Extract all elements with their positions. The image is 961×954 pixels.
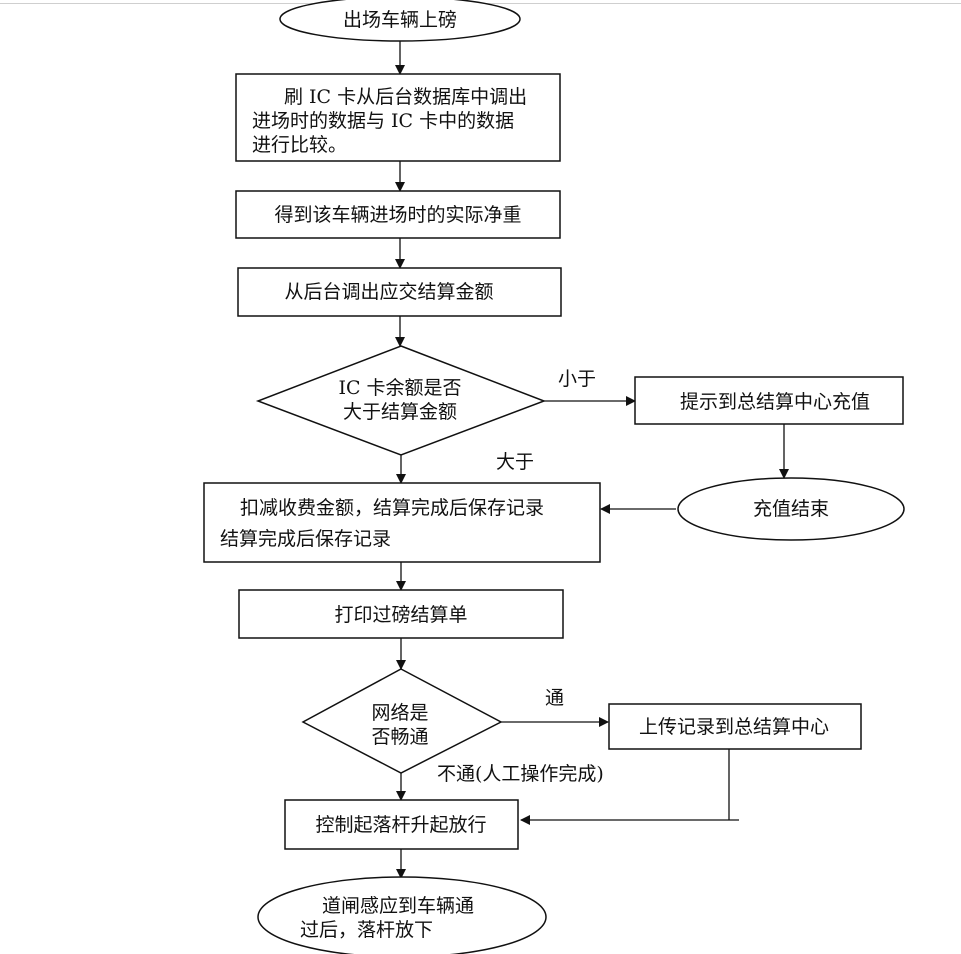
node-end-line-1: 道闸感应到车辆通 — [322, 895, 474, 917]
node-net-weight: 得到该车辆进场时的实际净重 — [235, 190, 561, 239]
edge-label-not-connected: 不通(人工操作完成) — [437, 763, 604, 785]
node-deduct-line-2: 结算完成后保存记录 — [220, 528, 391, 550]
node-start-text: 出场车辆上磅 — [343, 9, 457, 31]
edge-label-less-than: 小于 — [558, 368, 596, 390]
node-balance-check-line-2: 大于结算金额 — [343, 401, 457, 423]
node-end: 道闸感应到车辆通 过后，落杆放下 — [257, 876, 547, 954]
node-fetch-amount-text: 从后台调出应交结算金额 — [284, 281, 493, 303]
node-network-check: 网络是 否畅通 — [301, 668, 503, 774]
node-swipe-ic-line-2: 进场时的数据与 IC 卡中的数据 — [252, 110, 514, 132]
node-network-check-line-2: 否畅通 — [371, 726, 428, 748]
node-print: 打印过磅结算单 — [238, 589, 564, 639]
node-upload: 上传记录到总结算中心 — [608, 703, 862, 750]
node-end-line-2: 过后，落杆放下 — [300, 919, 433, 941]
node-gate-raise: 控制起落杆升起放行 — [284, 799, 519, 850]
node-recharge-end-text: 充值结束 — [753, 498, 829, 520]
edge-label-connected: 通 — [545, 687, 564, 709]
node-swipe-ic-line-3: 进行比较。 — [252, 134, 347, 156]
node-deduct: 扣减收费金额，结算完成后保存记录 结算完成后保存记录 — [203, 482, 601, 563]
node-prompt-recharge-text: 提示到总结算中心充值 — [680, 391, 870, 413]
node-prompt-recharge: 提示到总结算中心充值 — [634, 376, 904, 425]
node-balance-check: IC 卡余额是否 大于结算金额 — [255, 345, 547, 456]
node-upload-text: 上传记录到总结算中心 — [639, 716, 829, 738]
node-print-text: 打印过磅结算单 — [334, 604, 467, 626]
node-balance-check-line-1: IC 卡余额是否 — [338, 377, 461, 399]
node-net-weight-text: 得到该车辆进场时的实际净重 — [274, 204, 521, 226]
node-start: 出场车辆上磅 — [279, 0, 521, 42]
edge-label-greater-than: 大于 — [496, 451, 534, 473]
node-gate-raise-text: 控制起落杆升起放行 — [315, 814, 486, 836]
node-deduct-line-1: 扣减收费金额，结算完成后保存记录 — [240, 497, 544, 519]
node-swipe-ic: 刷 IC 卡从后台数据库中调出 进场时的数据与 IC 卡中的数据 进行比较。 — [235, 73, 561, 162]
node-network-check-line-1: 网络是 — [371, 702, 428, 724]
node-fetch-amount: 从后台调出应交结算金额 — [237, 267, 562, 317]
node-swipe-ic-line-1: 刷 IC 卡从后台数据库中调出 — [284, 86, 527, 108]
node-recharge-end: 充值结束 — [677, 477, 905, 541]
connectors — [395, 41, 789, 879]
